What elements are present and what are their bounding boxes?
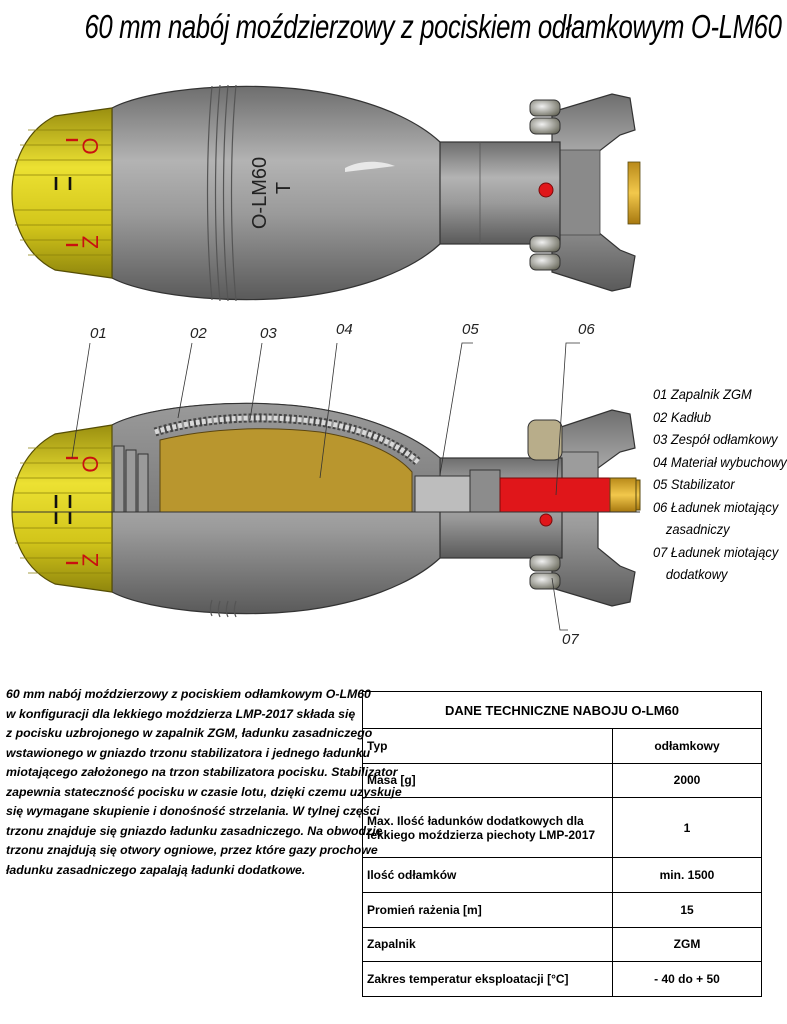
table-header: DANE TECHNICZNE NABOJU O-LM60 <box>362 691 762 729</box>
description-line: trzonu znajduje się gniazdo ładunku zasa… <box>6 823 383 838</box>
row-label: Typ <box>362 728 613 764</box>
legend-item: 06 Ładunek miotający <box>653 498 779 515</box>
callout-01: 01 <box>90 325 107 342</box>
increment-holder-knobs <box>529 99 561 271</box>
mortar-round-drawings: T O-LM60 O Z <box>11 84 641 648</box>
body-marking-T: T <box>273 182 295 194</box>
description-line: zapewnia stateczność pocisku w czasie lo… <box>6 784 402 799</box>
exterior-view: T O-LM60 O Z <box>11 84 641 302</box>
legend-item: 03 Zespół odłamkowy <box>653 431 778 447</box>
fire-hole-marker <box>538 182 554 198</box>
legend-item: 04 Materiał wybuchowy <box>653 453 787 470</box>
explosive-fill <box>159 428 413 513</box>
description-line: miotającego założonego na trzon stabiliz… <box>6 765 398 779</box>
callout-02: 02 <box>190 325 207 342</box>
row-value: min. 1500 <box>612 857 762 894</box>
description-line: 60 mm nabój moździerzowy z pociskiem odł… <box>6 687 371 701</box>
legend-item: 01 Zapalnik ZGM <box>653 386 752 402</box>
row-label: Zapalnik <box>362 926 613 963</box>
parts-legend: 01 Zapalnik ZGM 02 Kadłub 03 Zespół odła… <box>653 383 787 586</box>
row-label: Masa [g] <box>362 762 613 799</box>
fuze-letter-O: O <box>78 137 103 154</box>
table-row: Zapalnik ZGM <box>362 926 762 963</box>
row-value: 1 <box>612 797 762 859</box>
callout-06: 06 <box>578 321 595 338</box>
callout-03: 03 <box>260 325 277 342</box>
row-value: ZGM <box>612 926 762 963</box>
table-row: Zakres temperatur eksploatacji [°C] - 40… <box>362 961 762 997</box>
legend-item: 05 Stabilizator <box>653 476 735 492</box>
description-text: 60 mm nabój moździerzowy z pociskiem odł… <box>6 685 402 880</box>
technical-data-table: DANE TECHNICZNE NABOJU O-LM60 Typ odłamk… <box>362 691 762 997</box>
legend-item: 07 Ładunek miotający <box>653 543 779 560</box>
page-title: 60 mm nabój moździerzowy z pociskiem odł… <box>84 8 782 45</box>
row-value: 15 <box>612 892 762 928</box>
description-line: trzonu znajdują się otwory ogniowe, prze… <box>6 843 378 857</box>
row-label: Promień rażenia [m] <box>362 892 613 928</box>
row-value: odłamkowy <box>612 728 762 764</box>
primer-cap <box>627 161 641 225</box>
description-line: w konfiguracji dla lekkiego moździerza L… <box>6 706 356 721</box>
fuze-ZGM <box>11 107 113 279</box>
row-value: 2000 <box>612 762 762 799</box>
legend-item-continuation: dodatkowy <box>665 566 728 582</box>
table-row: Max. Ilość ładunków dodatkowych dla lekk… <box>362 797 762 859</box>
projectile-body <box>111 85 441 301</box>
table-row: Typ odłamkowy <box>362 728 762 764</box>
callout-07: 07 <box>562 631 579 648</box>
row-label: Zakres temperatur eksploatacji [°C] <box>362 961 613 997</box>
description-line: ładunku zasadniczego zapalają ładunki do… <box>6 862 306 877</box>
section-fuze-letter-O: O <box>78 455 103 472</box>
table-row: Masa [g] 2000 <box>362 762 762 799</box>
section-fuze-letter-Z: Z <box>78 553 103 566</box>
table-row: Ilość odłamków min. 1500 <box>362 857 762 894</box>
additional-charge <box>527 419 563 461</box>
legend-item-continuation: zasadniczy <box>665 521 730 537</box>
row-label: Max. Ilość ładunków dodatkowych dla lekk… <box>362 797 613 859</box>
callouts <box>71 342 580 631</box>
callout-04: 04 <box>336 321 353 338</box>
sectional-view: O Z <box>11 402 641 618</box>
description-line: wstawionego w gniazdo trzonu stabilizato… <box>6 745 371 760</box>
table-row: Promień rażenia [m] 15 <box>362 892 762 928</box>
legend-item: 02 Kadłub <box>653 408 712 425</box>
body-marking-O-LM60: O-LM60 <box>249 157 271 229</box>
row-value: - 40 do + 50 <box>612 961 762 997</box>
description-line: się wymagane skupienie i donośność strze… <box>6 804 380 818</box>
row-label: Ilość odłamków <box>362 857 613 894</box>
main-charge <box>499 477 611 513</box>
callout-05: 05 <box>462 321 479 338</box>
description-line: z pocisku uzbrojonego w zapalnik ZGM, ła… <box>6 726 373 740</box>
fuze-letter-Z: Z <box>78 235 103 248</box>
